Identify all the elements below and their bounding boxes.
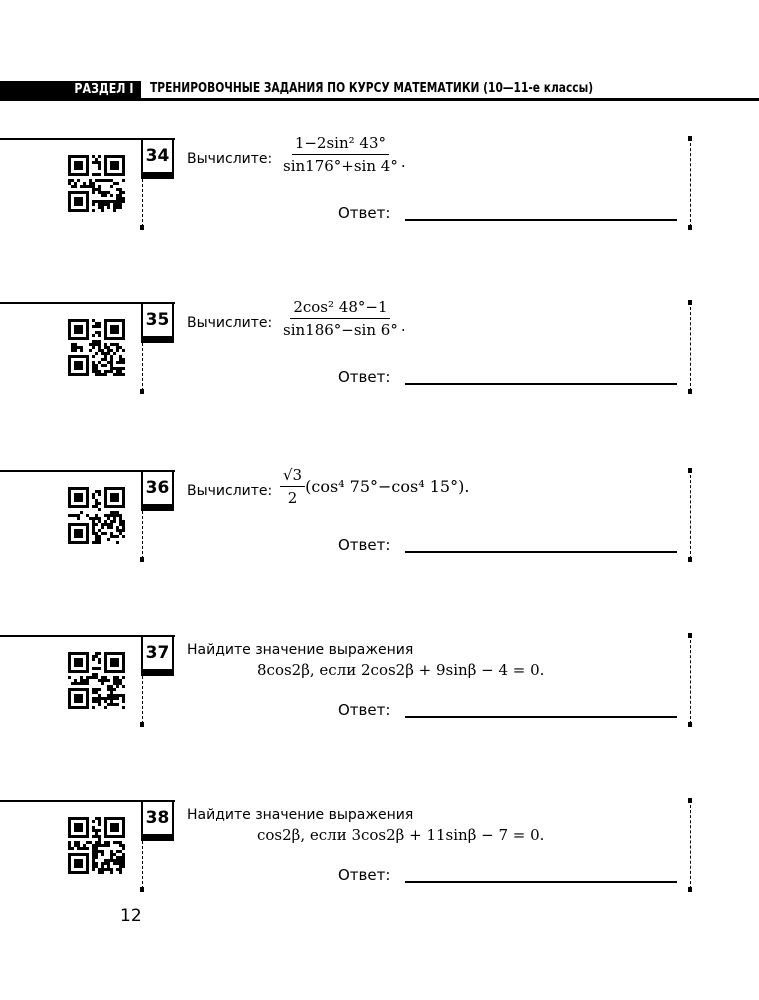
right-dashed-divider [688, 798, 692, 892]
answer-label: Ответ: [338, 701, 391, 719]
task-35: 35 Вычислите: 2cos² 48°−1 sin186°−sin 6° … [0, 298, 759, 394]
header-rule [0, 98, 759, 101]
task-number-box: 34 [141, 138, 174, 179]
task-number: 37 [145, 643, 170, 663]
task-number-box: 36 [141, 470, 174, 511]
task-expression: 8cos2β, если 2cos2β + 9sinβ − 4 = 0. [257, 661, 545, 679]
task-number-box: 37 [141, 635, 174, 676]
answer-field[interactable] [405, 716, 677, 718]
task-instruction: Найдите значение выражения [187, 807, 414, 823]
fraction-numerator: 2cos² 48°−1 [290, 298, 391, 319]
section-title: ТРЕНИРОВОЧНЫЕ ЗАДАНИЯ ПО КУРСУ МАТЕМАТИК… [150, 81, 594, 96]
task-top-rule [0, 302, 175, 304]
section-badge: РАЗДЕЛ I [0, 81, 141, 100]
task-expression: 2cos² 48°−1 sin186°−sin 6° . [280, 298, 406, 339]
task-37: 37 Найдите значение выражения 8cos2β, есл… [0, 633, 759, 727]
left-dashed-divider [140, 841, 144, 892]
left-dashed-divider [140, 511, 144, 562]
task-instruction: Вычислите: [187, 315, 273, 331]
left-dashed-divider [140, 676, 144, 727]
qr-code-icon [68, 319, 125, 380]
answer-field[interactable] [405, 383, 677, 385]
section-label: РАЗДЕЛ I [73, 82, 133, 97]
answer-field[interactable] [405, 219, 677, 221]
answer-label: Ответ: [338, 866, 391, 884]
task-number-box: 35 [141, 302, 174, 343]
left-dashed-divider [140, 343, 144, 394]
task-instruction: Вычислите: [187, 151, 273, 167]
answer-label: Ответ: [338, 204, 391, 222]
qr-code-icon [68, 817, 125, 878]
fraction-denominator: sin186°−sin 6° [283, 321, 398, 339]
task-number: 35 [145, 310, 170, 330]
qr-code-icon [68, 652, 125, 713]
right-dashed-divider [688, 633, 692, 727]
task-expression: 1−2sin² 43° sin176°+sin 4° . [280, 134, 406, 175]
qr-code-icon [68, 487, 125, 548]
answer-label: Ответ: [338, 368, 391, 386]
task-number: 38 [145, 808, 170, 828]
task-instruction: Вычислите: [187, 483, 273, 499]
task-top-rule [0, 470, 175, 472]
right-dashed-divider [688, 300, 692, 394]
task-expression: cos2β, если 3cos2β + 11sinβ − 7 = 0. [257, 826, 545, 844]
page-number: 12 [120, 906, 142, 926]
qr-code-icon [68, 155, 125, 216]
task-top-rule [0, 138, 175, 140]
fraction-numerator: 1−2sin² 43° [291, 134, 389, 155]
task-36: 36 Вычислите: √3 2 (cos⁴ 75°−cos⁴ 15°). О… [0, 466, 759, 562]
task-instruction: Найдите значение выражения [187, 642, 414, 658]
left-dashed-divider [140, 179, 144, 230]
expression-suffix: . [400, 317, 406, 335]
answer-label: Ответ: [338, 536, 391, 554]
task-38: 38 Найдите значение выражения cos2β, если… [0, 798, 759, 892]
answer-field[interactable] [405, 881, 677, 883]
answer-field[interactable] [405, 551, 677, 553]
task-number: 36 [145, 478, 170, 498]
right-dashed-divider [688, 136, 692, 230]
expression-suffix: . [400, 153, 406, 171]
right-dashed-divider [688, 468, 692, 562]
task-top-rule [0, 635, 175, 637]
task-expression: √3 2 (cos⁴ 75°−cos⁴ 15°). [280, 466, 469, 507]
task-34: 34 Вычислите: 1−2sin² 43° sin176°+sin 4° … [0, 134, 759, 230]
fraction-denominator: sin176°+sin 4° [283, 157, 398, 175]
expression-tail: (cos⁴ 75°−cos⁴ 15°). [305, 477, 470, 496]
fraction-denominator: 2 [287, 489, 298, 507]
task-number-box: 38 [141, 800, 174, 841]
task-top-rule [0, 800, 175, 802]
fraction-numerator: √3 [280, 466, 306, 487]
task-number: 34 [145, 146, 170, 166]
